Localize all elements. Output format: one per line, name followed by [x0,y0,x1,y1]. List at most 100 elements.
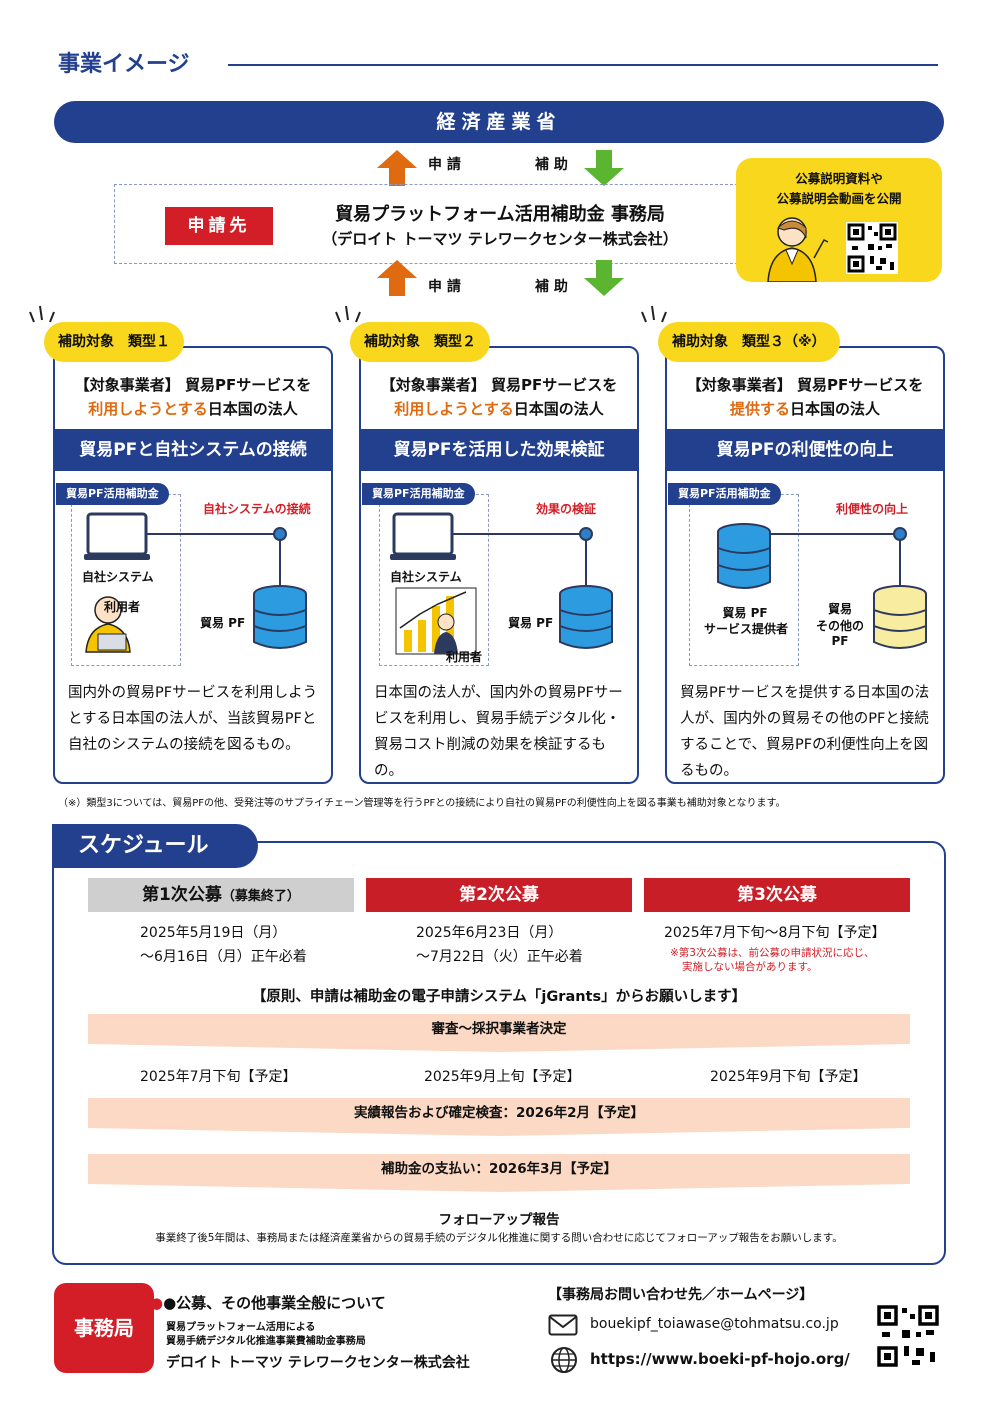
type3-target-suffix: 日本国の法人 [790,400,881,418]
globe-icon [551,1347,577,1373]
type1-label-c: 貿易 PF [200,616,246,630]
type1-target-line2: 利用しようとする日本国の法人 [53,398,333,419]
type3-small-tag: 貿易PF活用補助金 [668,483,781,505]
round3-header: 第3次公募 [644,878,910,912]
qr-code-icon[interactable] [846,222,898,274]
type3-red-label: 利便性の向上 [836,502,909,516]
type1-description: 国内外の貿易PFサービスを利用しようとする日本国の法人が、当該貿易PFと自社のシ… [68,685,318,753]
type3-label-c3: PF [831,634,849,648]
type1-diagram [84,512,307,653]
contact-line1: 貿易プラットフォーム活用による [166,1322,316,1333]
type1-target-suffix: 日本国の法人 [207,400,298,418]
round2-header: 第2次公募 [366,878,632,912]
type3-label-a: 貿易 PF [722,606,768,620]
homepage-qr-code-icon[interactable] [876,1304,940,1368]
type2-target-line1: 【対象事業者】 貿易PFサービスを [380,376,618,394]
round1-suffix: （募集終了） [221,889,300,904]
type1-label-b: 利用者 [104,600,141,614]
type3-description: 貿易PFサービスを提供する日本国の法人が、国内外の貿易その他のPFと接続すること… [680,685,930,779]
type1-tag: 補助対象 類型１ [44,322,184,362]
schedule-box [52,841,946,1265]
type3-tag: 補助対象 類型３（※） [658,322,840,362]
subsidy-arrow-icon-2 [584,260,624,296]
contact-heading-text: ●公募、その他事業全般について [163,1294,386,1312]
inquiry-title: 【事務局お問い合わせ先／ホームページ】 [548,1287,814,1303]
type3-diagram [717,523,927,649]
subsidy-label: 補 助 [535,157,568,173]
apply-arrow-icon-2 [377,260,417,296]
round3-date1: 2025年7月下旬～8月下旬【予定】 [664,925,886,941]
type2-diagram [390,512,613,655]
type3-target-orange: 提供する [729,400,790,418]
office-badge: 事務局 [54,1283,154,1373]
section-title: 事業イメージ [58,52,190,77]
type3-target-line2: 提供する日本国の法人 [665,398,945,419]
type2-card [359,346,639,784]
decision-date-1: 2025年7月下旬【予定】 [140,1069,297,1085]
type1-small-tag: 貿易PF活用補助金 [56,483,169,505]
type3-target-line1: 【対象事業者】 貿易PFサービスを [686,376,924,394]
type1-band: 貿易PFと自社システムの接続 [54,429,332,471]
type1-target-line1: 【対象事業者】 貿易PFサービスを [74,376,312,394]
sparkle-icon [29,305,55,323]
type1-target-orange: 利用しようとする [88,400,208,418]
followup-description: 事業終了後5年間は、事務局または経済産業省からの貿易手続のデジタル化推進に関する… [155,1232,843,1244]
payment-bar: 補助金の支払い：2026年3月【予定】 [88,1154,910,1184]
announcement-box [736,158,942,282]
type3-label-c1: 貿易 [827,602,852,616]
type3-band: 貿易PFの利便性の向上 [666,429,944,471]
type3-label-b: サービス提供者 [703,622,788,636]
round3-note1: ※第3次公募は、前公募の申請状況に応じ、 [670,947,875,959]
report-text: 実績報告および確定検査：2026年2月【予定】 [354,1105,644,1121]
type2-tag: 補助対象 類型２ [350,322,490,362]
type2-description: 日本国の法人が、国内外の貿易PFサービスを利用し、貿易手続デジタル化・貿易コスト… [374,685,623,779]
contact-line2: 貿易手続デジタル化推進事業費補助金事務局 [166,1336,366,1347]
schedule-title: スケジュール [52,824,258,868]
homepage-url[interactable]: https://www.boeki-pf-hojo.org/ [590,1350,850,1368]
type2-small-tag: 貿易PF活用補助金 [362,483,475,505]
type2-label-a: 自社システム [390,570,462,584]
sparkle-icon [335,305,361,323]
type2-band: 貿易PFを活用した効果検証 [360,429,638,471]
review-bar: 審査～採択事業者決定 [88,1014,910,1044]
section-divider [228,64,938,66]
apply-destination-badge: 申請先 [165,207,273,245]
type1-red-label: 自社システムの接続 [203,502,311,516]
apply-arrow-icon [377,150,417,186]
followup-title: フォローアップ報告 [438,1212,560,1228]
announce-line2: 公募説明会動画を公開 [776,191,902,206]
round1-header: 第1次公募（募集終了） [88,878,354,912]
round1-name: 第1次公募 [142,885,222,905]
contact-heading: ●●公募、その他事業全般について [150,1294,386,1312]
ministry-bar: 経済産業省 [54,101,944,143]
type2-target-suffix: 日本国の法人 [513,400,604,418]
type1-card [53,346,333,784]
type2-label-b: 利用者 [446,650,483,664]
review-text: 審査～採択事業者決定 [431,1021,567,1037]
office-name: 貿易プラットフォーム活用補助金 事務局 [335,204,665,225]
round2-date1: 2025年6月23日（月） [416,925,563,941]
type2-label-c: 貿易 PF [508,616,554,630]
mail-icon [548,1314,578,1336]
announce-line1: 公募説明資料や [795,171,883,186]
type2-target-orange: 利用しようとする [394,400,514,418]
type1-label-a: 自社システム [82,570,154,584]
sparkle-icon [641,305,667,323]
type3-footnote: （※）類型3については、貿易PFの他、受発注等のサプライチェーン管理等を行うPF… [58,798,786,809]
apply-label: 申 請 [428,157,461,173]
decision-date-2: 2025年9月上旬【予定】 [424,1069,581,1085]
presenter-person-icon [767,217,829,282]
report-bar: 実績報告および確定検査：2026年2月【予定】 [88,1098,910,1128]
apply-label-2: 申 請 [428,279,461,295]
contact-email[interactable]: bouekipf_toiawase@tohmatsu.co.jp [590,1316,839,1332]
round1-date1: 2025年5月19日（月） [140,925,287,941]
subsidy-label-2: 補 助 [535,279,568,295]
decision-date-3: 2025年9月下旬【予定】 [710,1069,867,1085]
type3-label-c2: その他の [815,619,864,633]
round3-note2: 実施しない場合があります。 [682,961,818,973]
type3-card [665,346,945,784]
jgrants-principle: 【原則、申請は補助金の電子申請システム「jGrants」からお願いします】 [251,989,747,1005]
contact-company: デロイト トーマツ テレワークセンター株式会社 [166,1355,470,1371]
round1-date2: ～6月16日（月）正午必着 [140,949,307,965]
subsidy-arrow-icon [584,150,624,186]
